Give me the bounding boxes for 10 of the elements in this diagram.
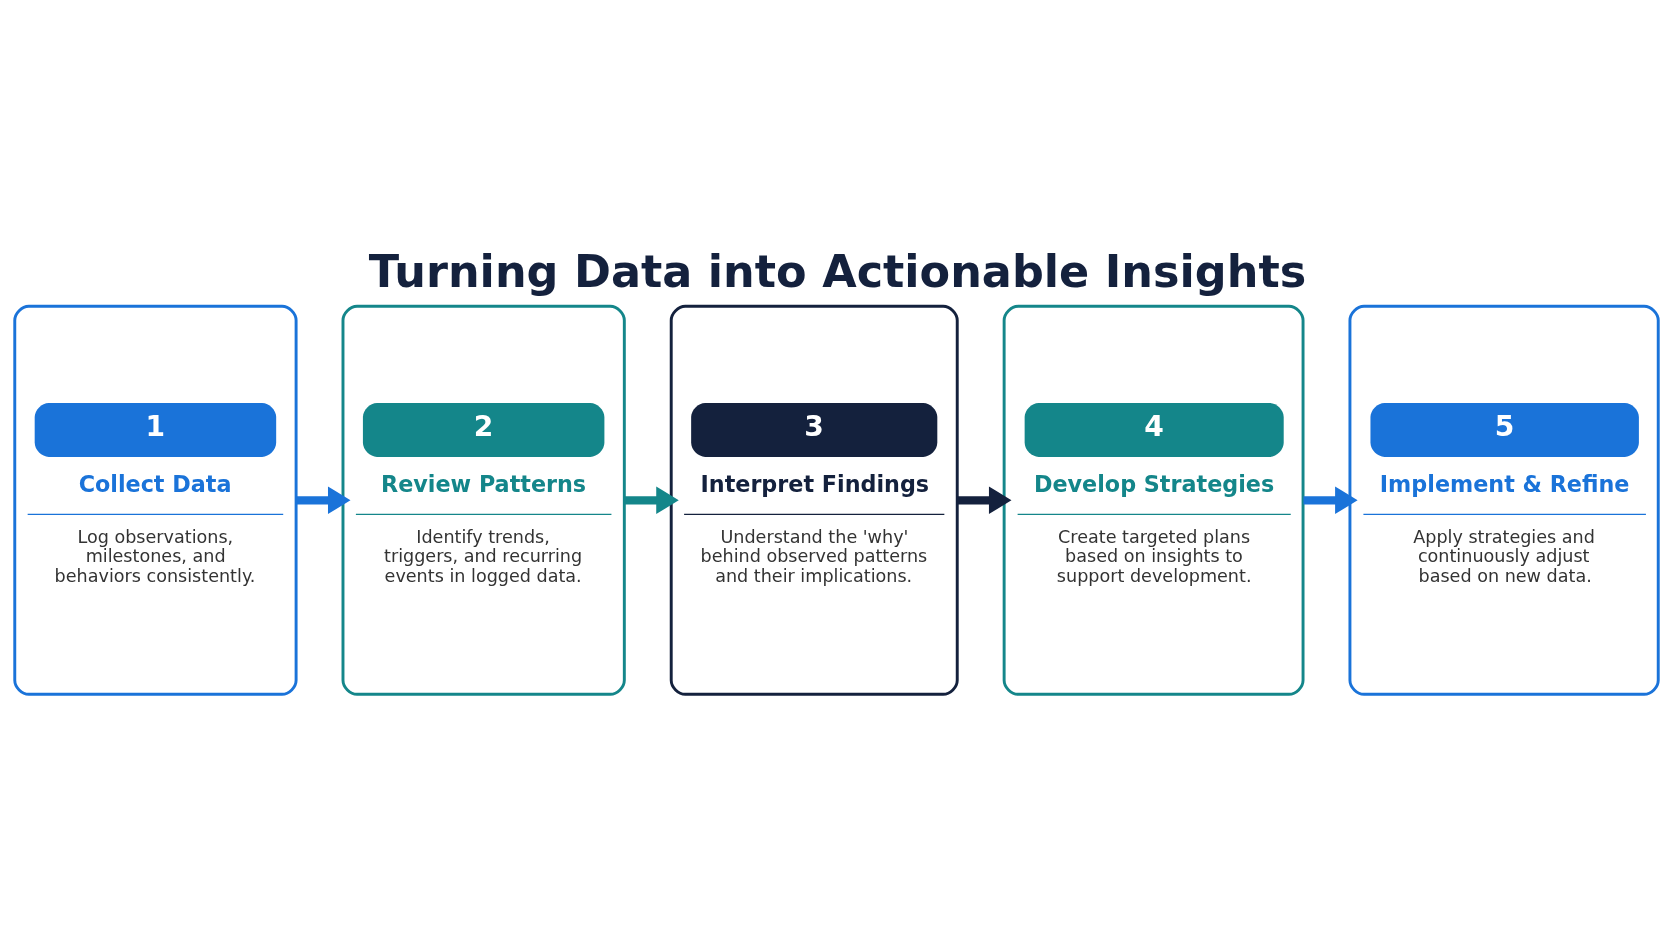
node-box: 1 Collect Data Log observations, milestones, and behaviors consistently. xyxy=(12,304,298,696)
arrow xyxy=(624,486,679,514)
node-box: 5 Implement & Refine Apply strategies and continuously adjust based on new data. xyxy=(1347,304,1660,696)
arrow xyxy=(295,486,350,514)
arrow xyxy=(956,486,1011,514)
node-box: 2 Review Patterns Identify trends, triggers, and recurring events in logged data. xyxy=(341,304,626,696)
arrow xyxy=(1302,486,1358,514)
diagram-title: Turning Data into Actionable Insights xyxy=(368,245,1306,298)
node-box: 4 Develop Strategies Create targeted plans based on insights to support development. xyxy=(1002,304,1304,696)
node-box: 3 Interpret Findings Understand the 'why' behind observed patterns and their implications. xyxy=(669,304,959,696)
